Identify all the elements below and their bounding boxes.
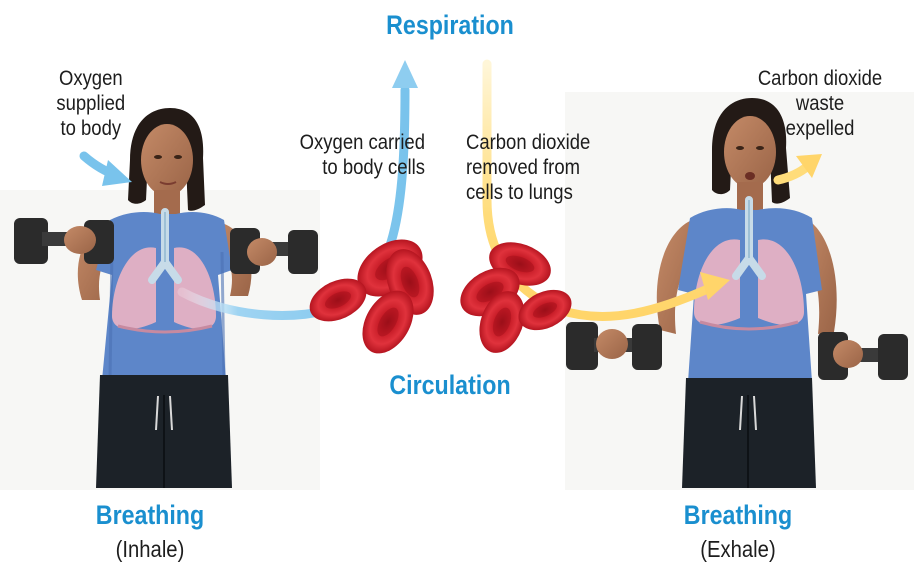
face xyxy=(141,124,193,196)
breathing-inhale-heading: Breathing xyxy=(64,500,236,530)
exhale-subheading: (Exhale) xyxy=(650,536,826,562)
red-blood-cells xyxy=(303,228,578,363)
inhale-subheading: (Inhale) xyxy=(62,536,238,562)
oxygen-supplied-label: Oxygen supplied to body xyxy=(38,66,144,141)
co2-removed-label: Carbon dioxide removed from cells to lun… xyxy=(466,130,651,205)
circulation-title: Circulation xyxy=(351,370,549,400)
inhale-arrow xyxy=(84,156,132,186)
co2-expelled-label: Carbon dioxide waste expelled xyxy=(741,66,899,141)
oxygen-carried-label: Oxygen carried to body cells xyxy=(249,130,425,180)
breathing-exhale-heading: Breathing xyxy=(652,500,824,530)
respiration-title: Respiration xyxy=(351,10,549,40)
